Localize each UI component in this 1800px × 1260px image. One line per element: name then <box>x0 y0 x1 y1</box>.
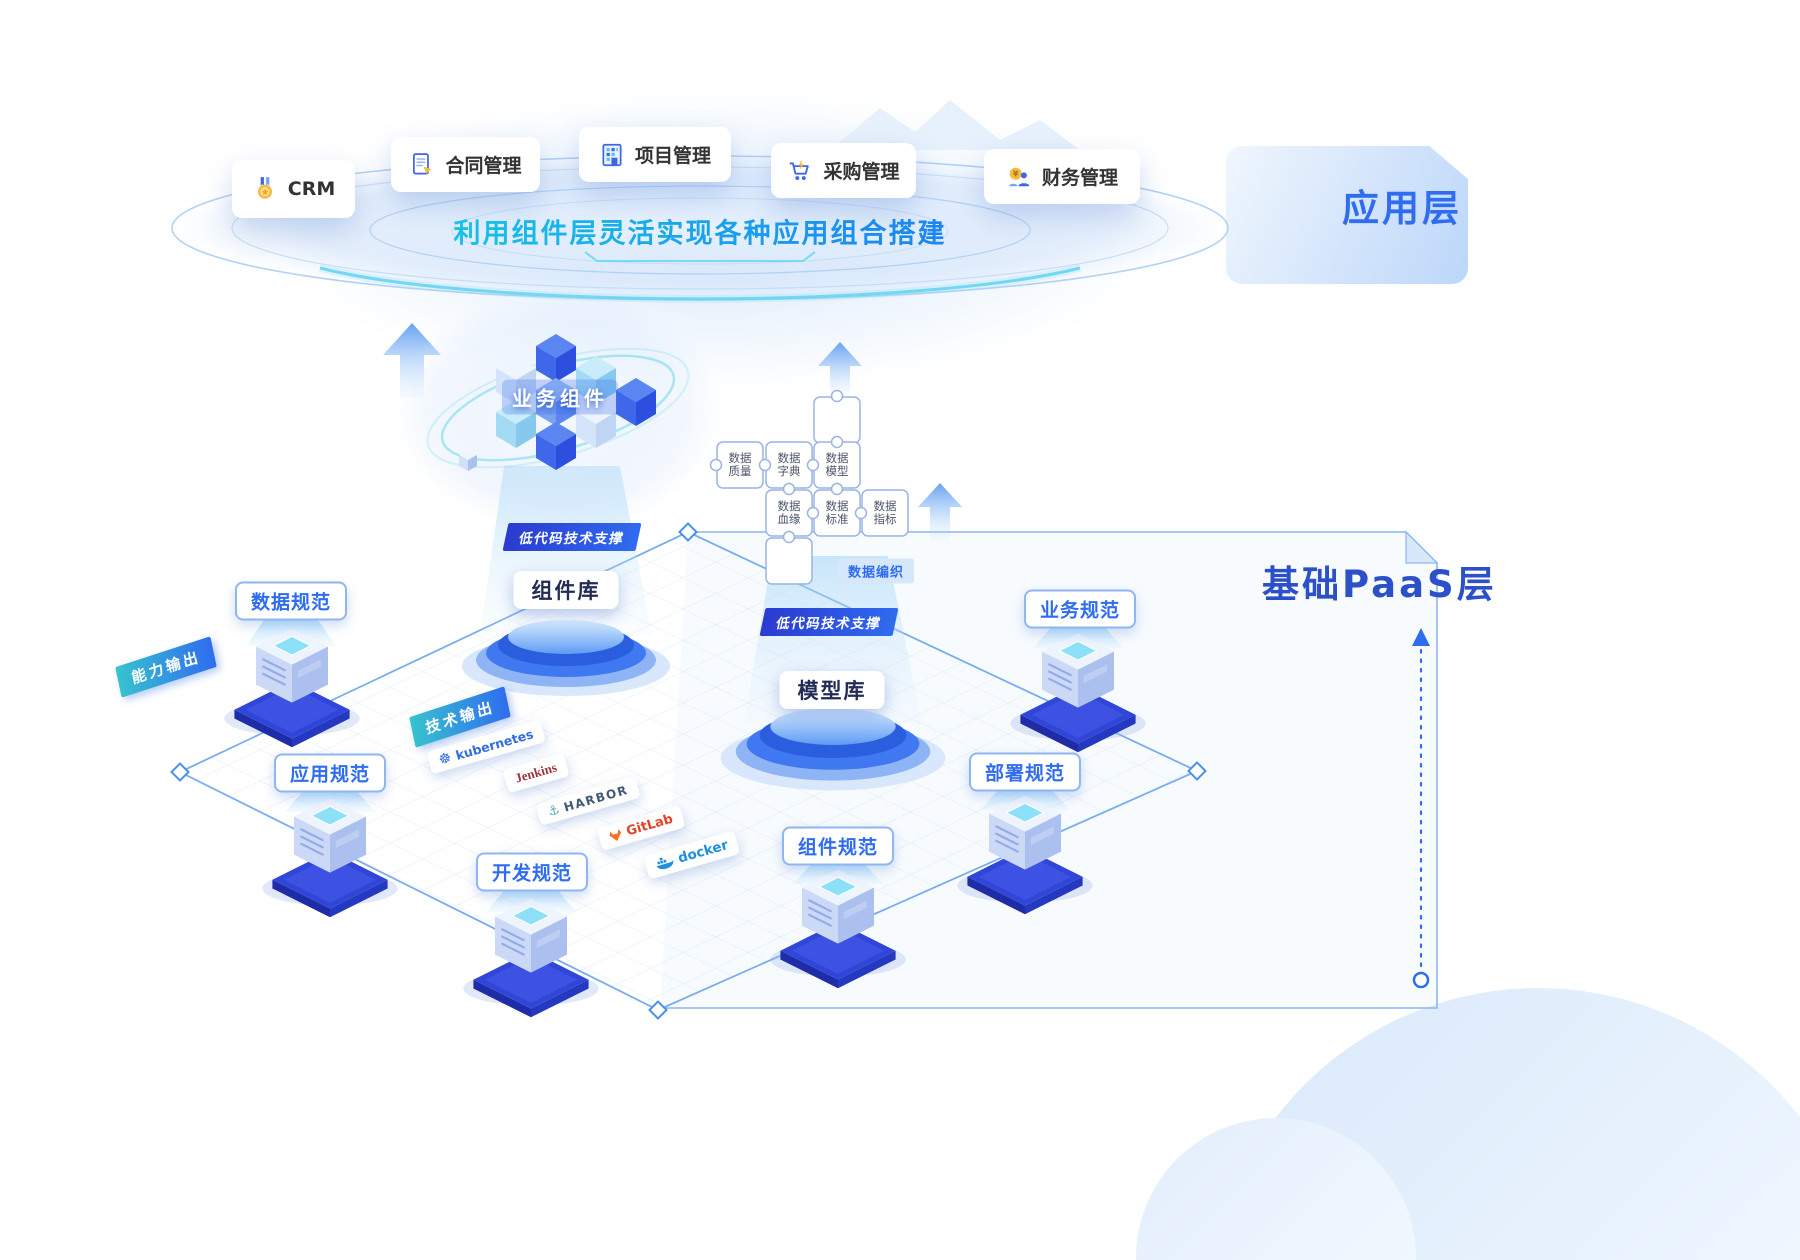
tech-plate-docker: docker <box>643 830 741 880</box>
arrow-up-head-icon <box>1412 628 1430 646</box>
up-arrow-icon <box>918 483 962 540</box>
docker-whale-icon <box>656 856 674 869</box>
standard-pill-app: 应用规范 <box>273 753 387 793</box>
up-arrow-icon <box>818 342 862 395</box>
app-card-label: 项目管理 <box>634 145 711 167</box>
app-card-label: CRM <box>287 178 336 200</box>
component-library-pill: 组件库 <box>513 571 619 609</box>
app-card-contract: 合同管理 <box>391 137 540 192</box>
connector-end-circle <box>1412 971 1430 989</box>
app-layer-label: 应用层 <box>1342 187 1462 230</box>
harbor-anchor-icon: ⚓ <box>546 801 562 820</box>
standard-pill-business: 业务规范 <box>1023 589 1137 629</box>
tech-plate-gitlab: GitLab <box>596 805 686 851</box>
puzzle-piece-label: 数据模型 <box>825 451 849 478</box>
app-card-label: 合同管理 <box>445 155 522 177</box>
business-cube-label: 业务组件 <box>502 379 618 415</box>
finance-icon: ¥ <box>1009 167 1030 186</box>
standard-pill-dev: 开发规范 <box>475 852 589 892</box>
app-card-crm: CRM <box>232 160 355 218</box>
app-card-finance: ¥ 财务管理 <box>984 149 1140 204</box>
puzzle-piece-label: 数据字典 <box>777 451 801 478</box>
data-fabric-puzzle <box>709 389 909 585</box>
low-code-badge: 低代码技术支撑 <box>502 523 642 551</box>
standard-pill-component: 组件规范 <box>781 826 895 866</box>
puzzle-piece-blank <box>765 537 813 585</box>
corner-node <box>1187 761 1207 781</box>
app-layer-panel <box>1226 146 1468 284</box>
puzzle-piece-label: 数据标准 <box>825 499 849 526</box>
contract-icon <box>413 152 432 175</box>
svg-text:¥: ¥ <box>1013 168 1019 178</box>
medal-icon <box>257 177 272 199</box>
corner-node <box>648 1000 668 1020</box>
puzzle-piece-label: 数据质量 <box>728 451 752 478</box>
app-card-procurement: 采购管理 <box>771 143 916 198</box>
tagline-bracket-decoration <box>584 251 816 262</box>
app-layer-tagline: 利用组件层灵活实现各种应用组合搭建 <box>454 212 947 251</box>
puzzle-piece-label: 数据血缘 <box>777 499 801 526</box>
app-platform-ellipses <box>171 155 1229 303</box>
paas-dotted-connector <box>1412 628 1430 989</box>
standard-pill-deploy: 部署规范 <box>968 752 1082 792</box>
corner-node <box>170 762 190 782</box>
project-building-icon <box>602 143 622 166</box>
paas-layer-label: 基础PaaS层 <box>1262 563 1497 606</box>
app-card-project: 项目管理 <box>579 127 731 182</box>
gitlab-tanuki-icon <box>609 828 621 841</box>
business-cube-cluster <box>393 292 723 532</box>
skyline-decoration <box>830 100 1080 150</box>
kubernetes-wheel-icon: ☸ <box>436 749 454 769</box>
server-icon-data-standard <box>223 627 361 749</box>
app-card-label: 采购管理 <box>823 161 900 183</box>
low-code-badge: 低代码技术支撑 <box>759 608 899 636</box>
panel-fold-corner <box>1405 530 1439 564</box>
puzzle-piece-label: 数据指标 <box>873 499 897 526</box>
corner-node <box>678 522 698 542</box>
cart-icon <box>790 159 810 180</box>
data-fabric-badge: 数据编织 <box>837 558 915 584</box>
app-card-label: 财务管理 <box>1041 167 1118 189</box>
standard-pill-data: 数据规范 <box>234 581 348 621</box>
model-library-pill: 模型库 <box>779 671 885 709</box>
